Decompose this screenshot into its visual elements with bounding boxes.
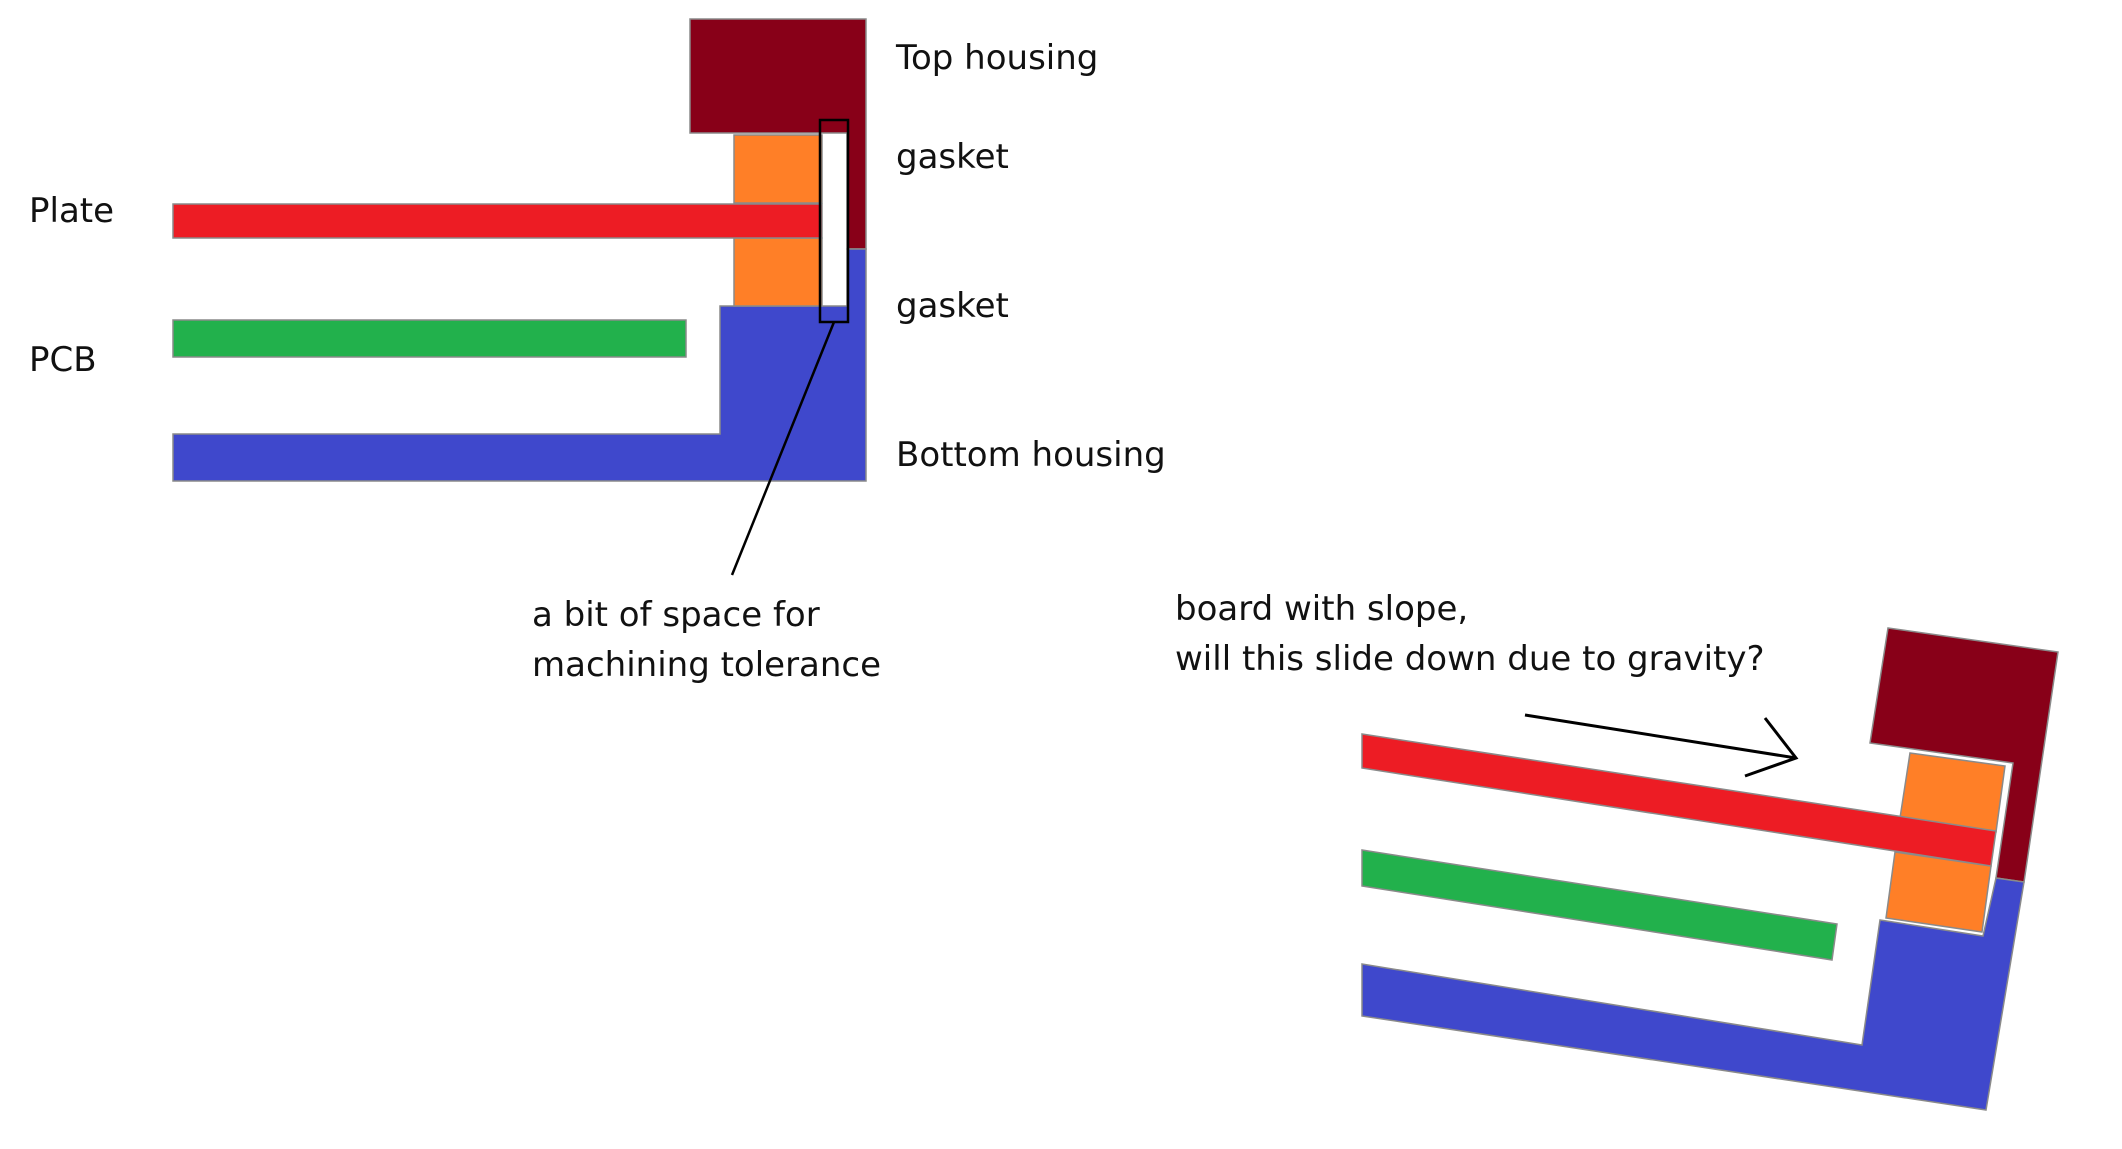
pcb-label: PCB xyxy=(29,340,97,380)
plate-shape xyxy=(172,203,823,239)
slope-question-line2: will this slide down due to gravity? xyxy=(1175,639,1765,679)
slope-question-line1: board with slope, xyxy=(1175,589,1468,629)
tolerance-note-line1: a bit of space for xyxy=(532,595,820,635)
plate-label: Plate xyxy=(29,191,114,231)
pcb-shape xyxy=(172,319,687,358)
lower-gasket-label: gasket xyxy=(896,286,1009,326)
sloped-pcb-shape xyxy=(1361,849,1838,961)
upper-gasket-label: gasket xyxy=(896,137,1009,177)
tolerance-highlight-box xyxy=(818,118,850,324)
upper-gasket-shape xyxy=(733,134,823,204)
top-housing-label: Top housing xyxy=(895,38,1098,78)
tolerance-note-line2: machining tolerance xyxy=(532,645,881,685)
sloped-cross-section xyxy=(1361,627,2059,1111)
level-cross-section xyxy=(172,18,867,576)
sloped-plate-shape xyxy=(1361,733,1997,867)
slope-direction-arrow-shaft xyxy=(1524,713,1797,760)
tolerance-callout-line xyxy=(730,321,836,576)
slope-direction-arrow-head xyxy=(1744,717,1799,778)
lower-gasket-shape xyxy=(733,237,823,307)
sloped-bottom-housing-shape xyxy=(1361,877,2025,1111)
bottom-housing-label: Bottom housing xyxy=(896,435,1166,475)
